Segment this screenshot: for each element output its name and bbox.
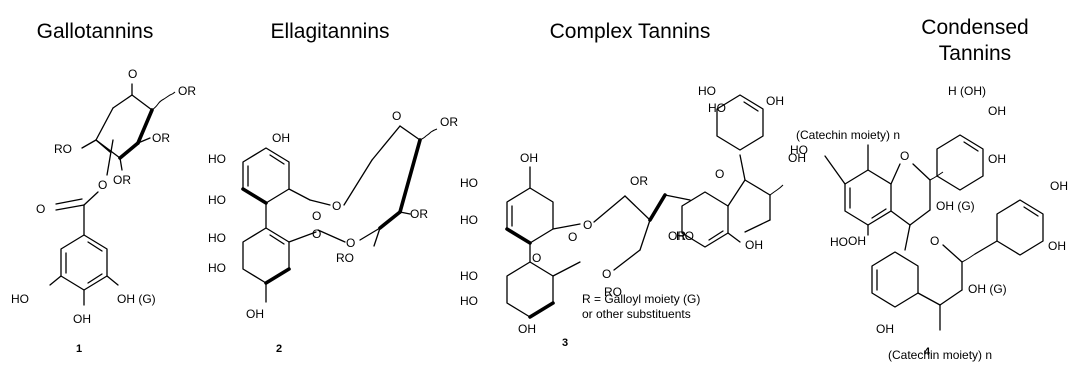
complex-carbonyl-o-1: O bbox=[568, 230, 577, 244]
gallo-ho-left: HO bbox=[11, 292, 29, 306]
complex-ester-o-2: O bbox=[602, 267, 611, 281]
condensed-lower-oh: OH bbox=[876, 322, 894, 336]
title-complex-tannins: Complex Tannins bbox=[549, 20, 711, 43]
complex-catechol-ho: HO bbox=[698, 84, 716, 98]
complex-upper-ho-2: HO bbox=[460, 213, 478, 227]
title-condensed-tannins-line2: Tannins bbox=[938, 42, 1012, 65]
complex-lower-ho-2: HO bbox=[460, 294, 478, 308]
compound-number-3: 3 bbox=[562, 337, 569, 349]
condensed-catechin-top: (Catechin moiety) n bbox=[796, 128, 900, 142]
condensed-b-ring-oh-1: OH bbox=[988, 104, 1006, 118]
condensed-lower-oh-g: OH (G) bbox=[968, 282, 1007, 296]
ella-upper-ho-1: HO bbox=[208, 152, 226, 166]
ella-lower-ho-1: HO bbox=[208, 231, 226, 245]
condensed-upper-ho: HO bbox=[790, 143, 808, 157]
gallotannin-structure: O OR OR OR RO O O HO OH (G) OH bbox=[11, 67, 196, 326]
complex-upper-ho-1: HO bbox=[460, 176, 478, 190]
ella-lower-oh: OH bbox=[246, 307, 264, 321]
carbonyl-oxygen-label: O bbox=[36, 202, 45, 216]
c4-ro-label: RO bbox=[54, 142, 72, 156]
compound-number-4: 4 bbox=[924, 346, 931, 358]
condensed-tannin-structure: (Catechin moiety) n HO OH O OH (G) H (OH… bbox=[790, 84, 1068, 362]
complex-ester-o-1: O bbox=[583, 218, 592, 232]
condensed-b-ring-h-oh: H (OH) bbox=[948, 84, 986, 98]
substituent-note-line1: R = Galloyl moiety (G) bbox=[582, 292, 701, 306]
anomeric-or-label: OR bbox=[178, 84, 196, 98]
ester-oxygen-label: O bbox=[98, 178, 107, 192]
compound-number-1: 1 bbox=[76, 343, 83, 355]
complex-flavan-ho: HO bbox=[676, 229, 694, 243]
condensed-upper-oh: OH bbox=[848, 234, 866, 248]
complex-lower-ho-1: HO bbox=[460, 269, 478, 283]
complex-c-or: OR bbox=[630, 174, 648, 188]
c3-or-label: OR bbox=[113, 173, 131, 187]
complex-flavan-oh: OH bbox=[745, 238, 763, 252]
ella-anomeric-or: OR bbox=[440, 115, 458, 129]
ella-carbonyl-o-2: O bbox=[312, 227, 321, 241]
ellagitannin-structure: OH HO HO HO HO OH O O O O O OR OR RO bbox=[208, 109, 458, 321]
ella-ester-o-2: O bbox=[346, 236, 355, 250]
substituent-note-line2: or other substituents bbox=[582, 307, 691, 321]
complex-top-oh: OH bbox=[520, 151, 538, 165]
ella-carbonyl-o-1: O bbox=[312, 209, 321, 223]
condensed-catechin-bottom: (Catechin moiety) n bbox=[888, 348, 992, 362]
ella-c2-or: OR bbox=[410, 207, 428, 221]
complex-catechol-oh: OH bbox=[766, 94, 784, 108]
title-condensed-tannins-line1: Condensed bbox=[921, 16, 1029, 39]
condensed-lower-ho: HO bbox=[830, 235, 848, 249]
condensed-upper-pyran-o: O bbox=[900, 149, 909, 163]
complex-catechol-ho-2: HO bbox=[708, 101, 726, 115]
complex-tannin-structure: OH HO HO HO HO OH O O O O OR OR RO HO OH… bbox=[460, 84, 806, 336]
condensed-upper-oh-g: OH (G) bbox=[936, 199, 975, 213]
complex-lower-oh: OH bbox=[518, 322, 536, 336]
ring-oxygen-label: O bbox=[128, 67, 137, 81]
ella-upper-ho-2: HO bbox=[208, 193, 226, 207]
complex-c3-ro: RO bbox=[604, 285, 622, 299]
condensed-b-ring-oh-2: OH bbox=[988, 152, 1006, 166]
title-ellagitannins: Ellagitannins bbox=[270, 20, 390, 43]
complex-c3-oh: OH bbox=[788, 151, 806, 165]
complex-carbonyl-o-2: O bbox=[532, 251, 541, 265]
ella-c3-ro: RO bbox=[336, 251, 354, 265]
condensed-lower-b-oh-2: OH bbox=[1048, 239, 1066, 253]
title-gallotannins: Gallotannins bbox=[36, 20, 154, 43]
complex-pyran-o: O bbox=[715, 167, 724, 181]
ella-top-oh: OH bbox=[272, 131, 290, 145]
compound-number-2: 2 bbox=[276, 343, 283, 355]
condensed-lower-pyran-o: O bbox=[930, 234, 939, 248]
c2-or-label: OR bbox=[152, 131, 170, 145]
ella-ester-o-1: O bbox=[332, 199, 341, 213]
gallo-oh-bottom: OH bbox=[73, 312, 91, 326]
condensed-lower-b-oh-1: OH bbox=[1050, 179, 1068, 193]
ella-ring-o: O bbox=[392, 109, 401, 123]
gallo-oh-g-right: OH (G) bbox=[117, 292, 156, 306]
ella-lower-ho-2: HO bbox=[208, 261, 226, 275]
